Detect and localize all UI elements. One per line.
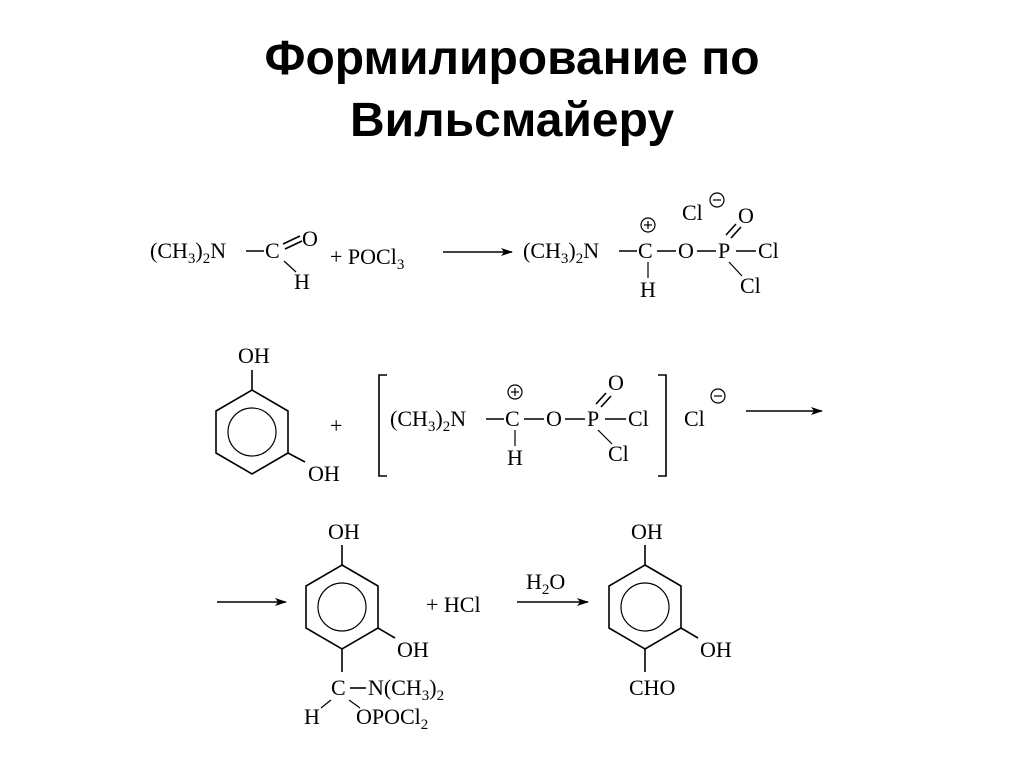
chloride-counterion-1: Cl <box>682 200 703 225</box>
adduct-bond-p-cl-2 <box>728 261 743 277</box>
adduct-amine-text: (CH3)2N <box>523 238 599 267</box>
intermediate-opocl-text: OPOCl2 <box>356 704 428 733</box>
intermediate: OH OH C N(CH3)2 H OPOCl2 <box>304 519 444 733</box>
title-line-2: Вильсмайеру <box>349 94 675 147</box>
adduct-chlorine-1: Cl <box>758 238 779 263</box>
product-oh-right: OH <box>700 637 732 662</box>
adduct-hydrogen: H <box>640 277 656 302</box>
bracket-left <box>378 374 387 477</box>
plus-charge-1 <box>640 217 656 233</box>
adduct-chlorine-2: Cl <box>740 273 761 298</box>
slide-title: Формилирование по Вильсмайеру <box>0 28 1024 152</box>
reagent-chlorine-2: Cl <box>608 441 629 466</box>
intermediate-amine-text: N(CH3)2 <box>368 675 444 704</box>
reactant-dmf: (CH3)2N C O H <box>150 226 318 294</box>
vilsmeier-reagent: (CH3)2N C O P Cl O Cl H <box>378 370 667 477</box>
reagent-phosphorus: P <box>587 406 599 431</box>
benzene-ring-1 <box>215 389 289 475</box>
title-line-1: Формилирование по <box>264 32 760 85</box>
benzene-ring-3 <box>608 564 682 650</box>
adduct-carbon: C <box>638 238 653 263</box>
bond-ring-oh-bottom <box>287 452 306 463</box>
dmf-carbon: C <box>265 238 280 263</box>
bond-c-o-1 <box>282 235 301 245</box>
adduct-bond-p-o-1 <box>725 223 737 236</box>
intermediate-carbon: C <box>331 675 346 700</box>
minus-charge-1 <box>709 192 725 208</box>
minus-charge-2 <box>710 388 726 404</box>
chloride-counterion-2: Cl <box>684 406 705 431</box>
reagent-oxygen: O <box>546 406 562 431</box>
reagent-amine-text: (CH3)2N <box>390 406 466 435</box>
reagent-hydrogen: H <box>507 445 523 470</box>
reagent-chlorine-1: Cl <box>628 406 649 431</box>
product-cho: CHO <box>629 675 675 700</box>
intermediate-hydrogen: H <box>304 704 320 729</box>
product-aldehyde: OH OH CHO <box>608 519 732 700</box>
product-adduct: (CH3)2N C O P Cl O Cl H Cl <box>523 192 779 302</box>
reagent-oxo-oxygen: O <box>608 370 624 395</box>
plus-charge-2 <box>507 384 523 400</box>
dmf-oxygen: O <box>302 226 318 251</box>
adduct-oxo-oxygen: O <box>738 203 754 228</box>
dmf-hydrogen: H <box>294 269 310 294</box>
resorcinol-oh-top: OH <box>238 343 270 368</box>
bond-c-o-2 <box>284 240 303 250</box>
adduct-bond-p-o-2 <box>730 226 742 239</box>
reactant-resorcinol: OH OH <box>215 343 340 486</box>
adduct-oxygen: O <box>678 238 694 263</box>
plus-sign-row2: + <box>330 413 342 438</box>
intermediate-oh-top: OH <box>328 519 360 544</box>
resorcinol-oh-bottom: OH <box>308 461 340 486</box>
plus-hcl: + HCl <box>426 592 481 617</box>
product-oh-top: OH <box>631 519 663 544</box>
bracket-right <box>658 374 667 477</box>
pocl3-text: + POCl3 <box>330 244 404 273</box>
adduct-phosphorus: P <box>718 238 730 263</box>
intermediate-oh-right: OH <box>397 637 429 662</box>
dmf-amine-text: (CH3)2N <box>150 238 226 267</box>
reagent-carbon: C <box>505 406 520 431</box>
water-label: H2O <box>526 569 565 598</box>
bond-c-h <box>283 260 297 273</box>
benzene-ring-2 <box>305 564 379 650</box>
